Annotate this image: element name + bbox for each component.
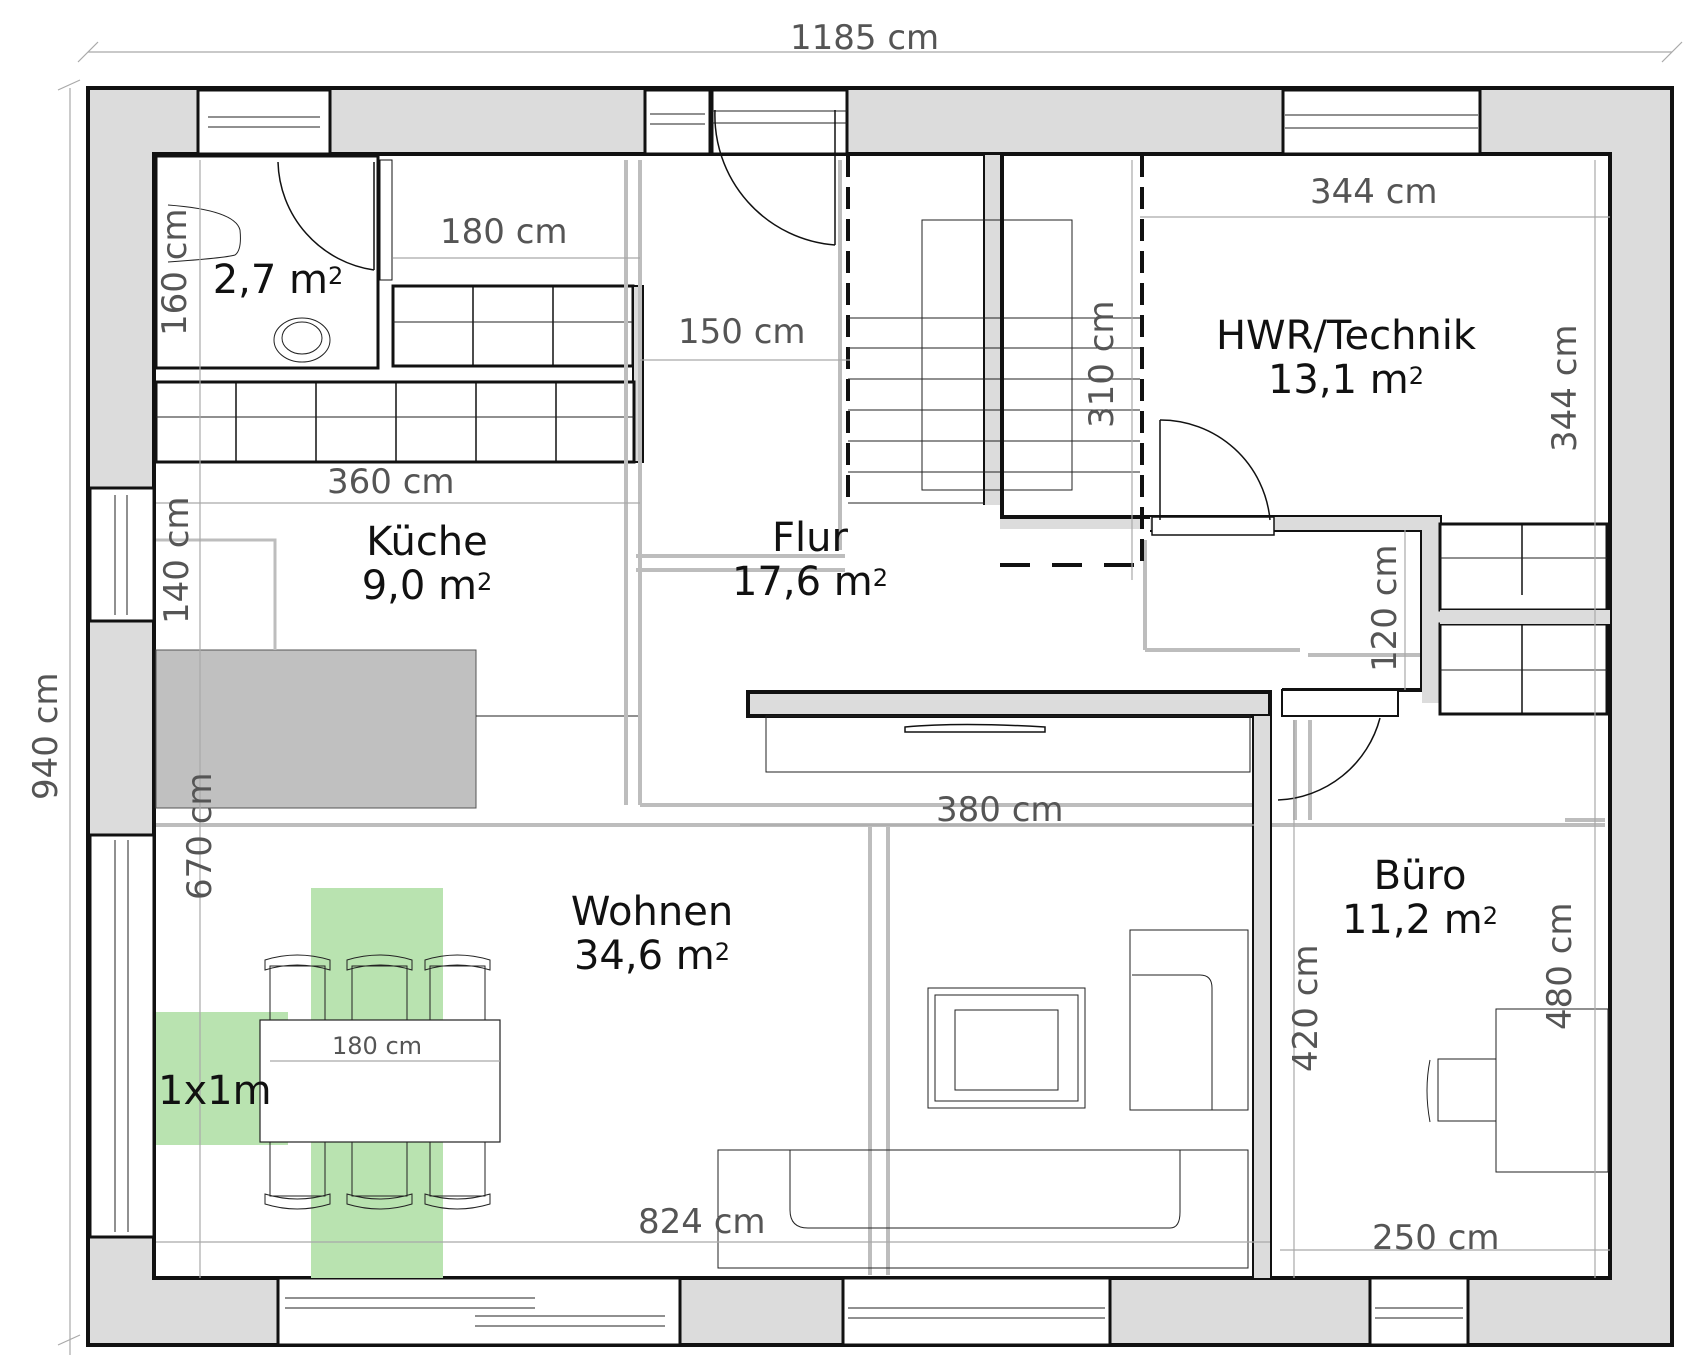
flur-door-arc (714, 109, 836, 246)
table-width-label: 180 cm (332, 1032, 423, 1060)
kitchen-island (155, 649, 477, 809)
kitchen-lower-cabinets (154, 380, 636, 464)
room-wohnen: Wohnen 34,6 m2 (570, 889, 734, 979)
buero-height-right-label: 480 cm (1540, 902, 1580, 1030)
overall-height-label: 940 cm (26, 672, 66, 800)
room-buero: Büro 11,2 m2 (1341, 853, 1499, 943)
buero-width-label: 250 cm (1372, 1218, 1500, 1258)
hwr-height-label: 344 cm (1545, 324, 1585, 452)
kueche-width-label: 360 cm (327, 462, 455, 502)
hwr-cabinets (1438, 522, 1610, 716)
wardrobe-wall (746, 689, 1399, 1278)
hwr-width-label: 344 cm (1310, 172, 1438, 212)
bath-width-label: 180 cm (440, 212, 568, 252)
top-windows (196, 88, 1482, 156)
niche-depth-label: 120 cm (1365, 544, 1405, 672)
clearance-zone-label: 1x1m (158, 1068, 272, 1114)
bottom-windows (276, 1276, 1470, 1347)
room-bath-area: 2,7 m2 (212, 257, 344, 303)
dining-table (259, 954, 501, 1210)
interior-dimension-lines (156, 160, 1610, 1278)
room-hwr: HWR/Technik 13,1 m2 (1215, 313, 1477, 403)
stair-length-label: 310 cm (1082, 300, 1122, 428)
buero-height-left-label: 420 cm (1286, 944, 1326, 1072)
left-windows (88, 486, 156, 1239)
room-flur: Flur 17,6 m2 (731, 515, 889, 605)
overall-width-label: 1185 cm (790, 18, 940, 58)
wohnen-height-label: 670 cm (180, 772, 220, 900)
bathroom (154, 154, 393, 370)
bath-height-label: 160 cm (155, 208, 195, 336)
room-kueche: Küche 9,0 m2 (361, 519, 493, 609)
overall-dimension-lines (57, 41, 1683, 1355)
sofa-group (717, 929, 1249, 1269)
kueche-height-label: 140 cm (157, 496, 197, 624)
buero-desk (1426, 1008, 1609, 1173)
sofa-width-label: 380 cm (936, 790, 1064, 830)
wohnen-width-label: 824 cm (638, 1202, 766, 1242)
flur-width-label: 150 cm (678, 312, 806, 352)
